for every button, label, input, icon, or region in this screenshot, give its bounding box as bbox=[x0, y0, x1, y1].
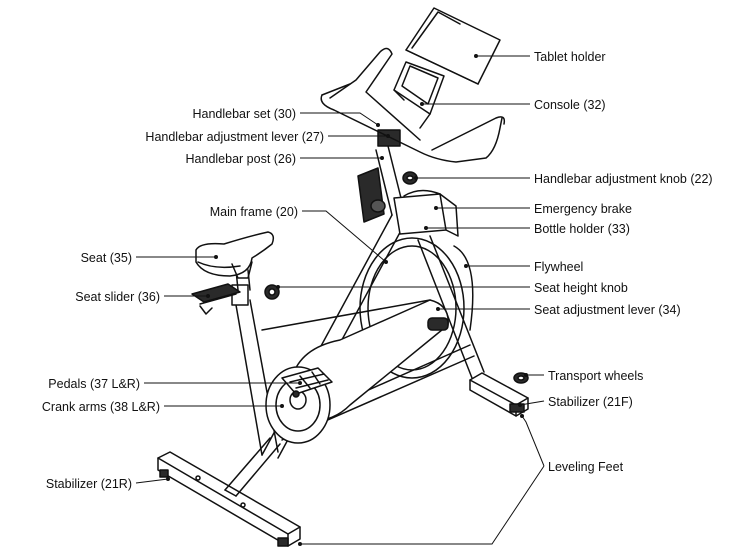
seat-drawing bbox=[195, 231, 275, 279]
label-crank-arms: Crank arms (38 L&R) bbox=[42, 400, 160, 414]
console-drawing bbox=[393, 61, 445, 129]
label-flywheel: Flywheel bbox=[534, 260, 583, 274]
flywheel-drawing bbox=[359, 237, 474, 379]
label-console: Console (32) bbox=[534, 98, 606, 112]
rear-stabilizer-drawing bbox=[157, 451, 301, 547]
label-seat-adjustment-lever: Seat adjustment lever (34) bbox=[534, 303, 681, 317]
tablet-holder-drawing bbox=[405, 7, 501, 85]
label-emergency-brake: Emergency brake bbox=[534, 202, 632, 216]
seat-post-drawing bbox=[191, 269, 280, 315]
label-stabilizer-front: Stabilizer (21F) bbox=[548, 395, 633, 409]
bike-illustration bbox=[157, 7, 529, 547]
label-bottle-holder: Bottle holder (33) bbox=[534, 222, 630, 236]
label-tablet-holder: Tablet holder bbox=[534, 50, 606, 64]
pedal-drawing bbox=[281, 367, 333, 398]
label-transport-wheels: Transport wheels bbox=[548, 369, 643, 383]
label-leveling-feet: Leveling Feet bbox=[548, 460, 624, 474]
bottle-holder-drawing bbox=[357, 167, 459, 237]
label-handlebar-adjustment-knob: Handlebar adjustment knob (22) bbox=[534, 172, 713, 186]
label-seat-slider: Seat slider (36) bbox=[75, 290, 160, 304]
label-seat-height-knob: Seat height knob bbox=[534, 281, 628, 295]
label-seat: Seat (35) bbox=[81, 251, 132, 265]
label-main-frame: Main frame (20) bbox=[210, 205, 298, 219]
labels: Tablet holder Console (32) Handlebar set… bbox=[42, 50, 713, 491]
rear-legs-drawing bbox=[224, 437, 281, 497]
label-stabilizer-rear: Stabilizer (21R) bbox=[46, 477, 132, 491]
label-handlebar-adjustment-lever: Handlebar adjustment lever (27) bbox=[145, 130, 324, 144]
leader-lines bbox=[135, 54, 545, 546]
handlebar-drawing bbox=[320, 47, 506, 163]
label-handlebar-post: Handlebar post (26) bbox=[186, 152, 296, 166]
front-stabilizer-drawing bbox=[469, 372, 529, 417]
label-pedals: Pedals (37 L&R) bbox=[48, 377, 140, 391]
label-handlebar-set: Handlebar set (30) bbox=[192, 107, 296, 121]
